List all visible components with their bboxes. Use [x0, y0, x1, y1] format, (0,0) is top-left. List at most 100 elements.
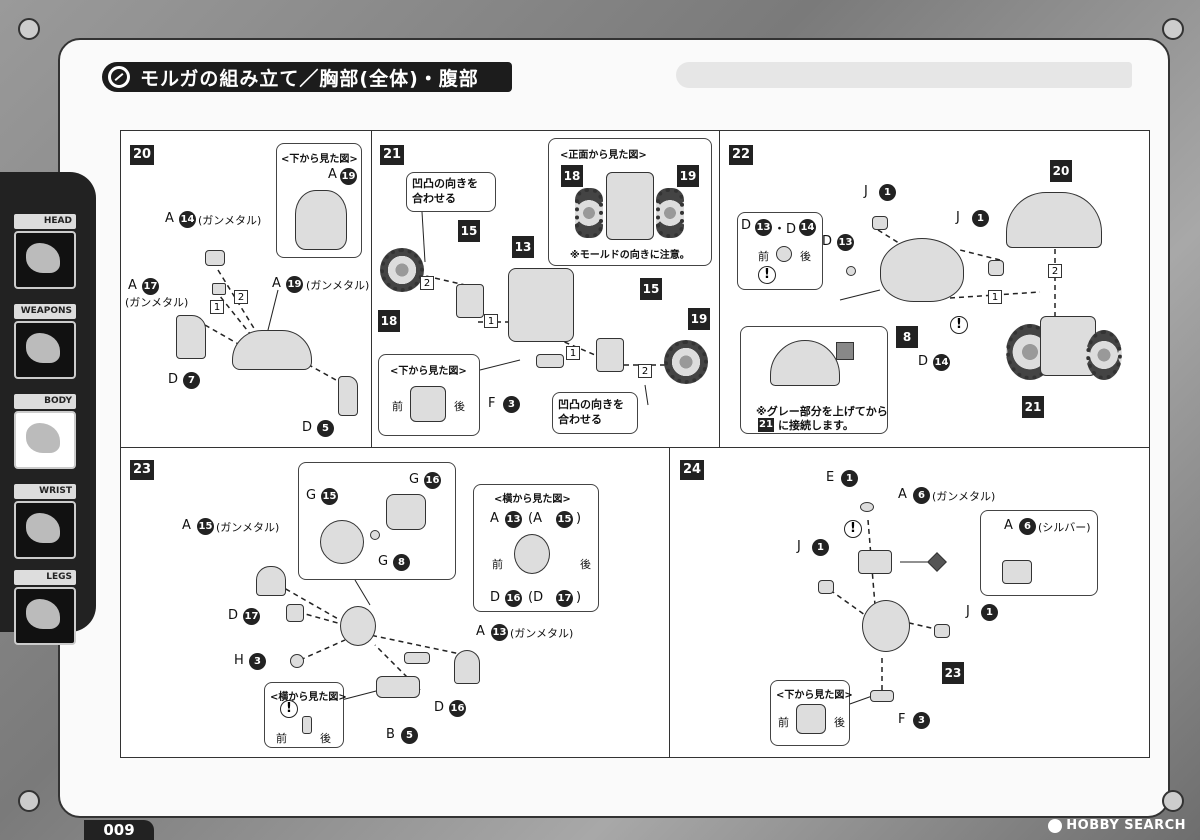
sidebar-item-wrist[interactable]: WRIST	[14, 484, 76, 559]
cover-part	[454, 650, 480, 684]
watermark-logo-icon	[1048, 818, 1063, 833]
part-number: 14	[933, 354, 950, 371]
part-letter: D	[490, 590, 501, 605]
small-part	[205, 250, 225, 266]
sidebar-item-weapons[interactable]: WEAPONS	[14, 304, 76, 379]
cap-part	[872, 216, 888, 230]
part-number: 18	[561, 165, 583, 187]
part-letter: D	[228, 608, 239, 623]
step-24-panel	[669, 447, 1150, 758]
front-label: 前	[758, 250, 769, 263]
weapons-icon	[14, 321, 76, 379]
small-part	[212, 283, 226, 295]
wrist-icon	[14, 501, 76, 559]
part-number: 13	[512, 236, 534, 258]
part-number: 15	[458, 220, 480, 242]
part-number: 3	[913, 712, 930, 729]
corner-screw-icon	[18, 18, 40, 40]
arm-part	[376, 676, 420, 698]
part-number: 1	[841, 470, 858, 487]
part-note: (ガンメタル)	[932, 490, 996, 503]
order-marker: 2	[638, 364, 652, 378]
pin-part	[370, 530, 380, 540]
part-separator: ・D	[773, 222, 797, 237]
sidebar-item-head[interactable]: HEAD	[14, 214, 76, 289]
part-number: 13	[505, 511, 522, 528]
gear-part	[380, 248, 424, 292]
part-number: 15	[197, 518, 214, 535]
part-letter: A	[898, 487, 907, 502]
part-number: 3	[503, 396, 520, 413]
part-number: 20	[1050, 160, 1072, 182]
cap-part	[934, 624, 950, 638]
part-letter: D	[822, 234, 833, 249]
paren-close: )	[576, 590, 582, 605]
part-note: (ガンメタル)	[216, 521, 280, 534]
part-letter: J	[864, 184, 868, 199]
part-letter: A	[490, 511, 499, 526]
step-number: 20	[130, 145, 154, 165]
part-number: 8	[896, 326, 918, 348]
part-number: 19	[677, 165, 699, 187]
body-frame-part	[606, 172, 654, 240]
part-number: 16	[424, 472, 441, 489]
part-number: 1	[879, 184, 896, 201]
part-letter: D	[918, 354, 929, 369]
part-letter: A	[328, 167, 337, 182]
small-cap-part	[846, 266, 856, 276]
caution-icon: !	[950, 316, 968, 334]
inset-caption: <下から見た図>	[281, 154, 358, 165]
washer-part	[860, 502, 874, 512]
step-number: 24	[680, 460, 704, 480]
part-number: 16	[449, 700, 466, 717]
inset-caption: <横から見た図>	[270, 692, 347, 703]
gear-part	[664, 340, 708, 384]
part-note: (ガンメタル)	[198, 214, 262, 227]
chest-frame-part	[508, 268, 574, 342]
part-letter: A	[476, 624, 485, 639]
part-number: 5	[317, 420, 334, 437]
front-label: 前	[276, 732, 287, 745]
gear-part	[656, 188, 684, 238]
order-marker: 2	[234, 290, 248, 304]
part-letter: G	[409, 472, 420, 487]
inset-silver-part	[980, 510, 1098, 596]
body-icon	[14, 411, 76, 469]
joint-assembly-part	[862, 600, 910, 652]
legs-icon	[14, 587, 76, 645]
sidebar-item-body[interactable]: BODY	[14, 394, 76, 469]
cap-part	[858, 550, 892, 574]
part-number: 1	[972, 210, 989, 227]
part-number: 17	[142, 278, 159, 295]
front-label: 前	[778, 716, 789, 729]
part-number: 17	[243, 608, 260, 625]
sidebar-item-legs[interactable]: LEGS	[14, 570, 76, 645]
orientation-note: 凹凸の向きを 合わせる	[412, 177, 478, 205]
part-number: 1	[981, 604, 998, 621]
order-marker: 1	[210, 300, 224, 314]
section-sidebar: HEAD WEAPONS BODY WRIST LEGS	[0, 172, 96, 645]
part-number: 19	[688, 308, 710, 330]
part-letter: E	[826, 470, 835, 485]
head-icon	[14, 231, 76, 289]
gear-part	[1086, 330, 1122, 380]
mold-note: ※モールドの向きに注意。	[570, 250, 690, 261]
caution-icon: !	[758, 266, 776, 284]
inset-caption: <下から見た図>	[776, 690, 853, 701]
chest-shell-part	[232, 330, 312, 370]
back-label: 後	[320, 732, 331, 745]
order-marker: 1	[566, 346, 580, 360]
part-number: 6	[913, 487, 930, 504]
joint-assembly-part	[340, 606, 376, 646]
part-note: (ガンメタル)	[125, 296, 189, 309]
part-letter: D	[741, 218, 752, 233]
part-number: 19	[340, 168, 357, 185]
cap-part	[290, 654, 304, 668]
joint-part	[596, 338, 624, 372]
part-number: 21	[1022, 396, 1044, 418]
part-letter: A	[1004, 518, 1013, 533]
watermark: HOBBY SEARCH	[1048, 818, 1186, 833]
part-note: (ガンメタル)	[306, 279, 370, 292]
part-letter: D	[168, 372, 179, 387]
page-title: モルガの組み立て／胸部(全体)・腹部	[140, 67, 479, 90]
